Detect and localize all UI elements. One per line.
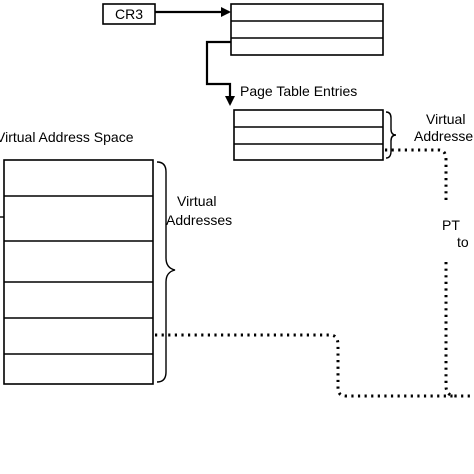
dotted-connector-lower	[155, 333, 456, 398]
virtual-addresses-brace	[156, 161, 176, 383]
virtual-addresses-label-line2: Addresses	[166, 212, 232, 228]
page-table-entries-label: Page Table Entries	[240, 83, 357, 99]
right-virtual-label-line1: Virtual	[426, 111, 465, 127]
right-virtual-label-line2: Addresse	[414, 128, 473, 144]
dotted-connector-right	[444, 262, 474, 398]
cr3-register: CR3	[102, 3, 156, 25]
cr3-label: CR3	[115, 6, 143, 22]
top-level-page-table	[230, 3, 384, 56]
virtual-addresses-label-line1: Virtual	[177, 193, 216, 209]
right-edge-label-line2: to	[457, 234, 469, 250]
virtual-address-space-label: Virtual Address Space	[0, 129, 134, 145]
right-edge-label-line1: PT	[442, 217, 460, 233]
page-table-pointer-arrow	[205, 40, 235, 106]
right-brace	[385, 111, 397, 159]
page-table-entries-table	[233, 109, 384, 161]
dotted-connector-upper	[385, 148, 448, 200]
virtual-address-space-box	[3, 159, 154, 385]
